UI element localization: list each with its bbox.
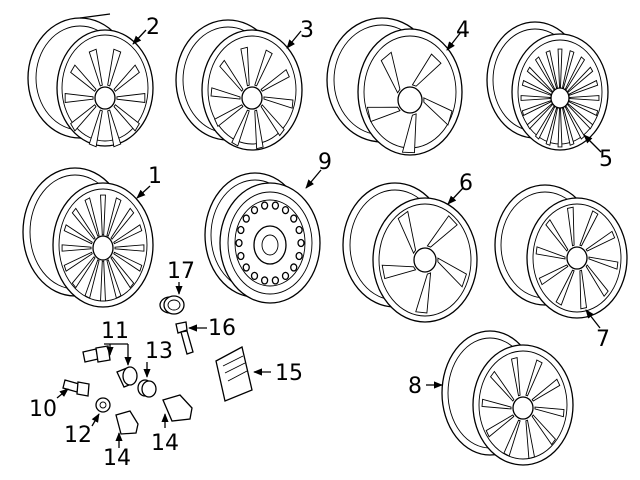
wheel-1-spokes [61, 194, 145, 302]
wheel-7-spokes [535, 206, 619, 310]
washer-12[interactable] [95, 397, 111, 413]
callout-11: 11 [101, 319, 129, 344]
callout-7: 7 [596, 327, 610, 352]
wheel-5[interactable] [486, 21, 609, 151]
callout-4: 4 [456, 18, 470, 43]
callout-13: 13 [145, 339, 173, 364]
bolt-11[interactable] [82, 345, 111, 363]
callout-6: 6 [459, 171, 473, 196]
wheel-7[interactable] [494, 184, 628, 319]
wheel-2[interactable] [27, 13, 154, 148]
callout-14-right: 14 [151, 431, 179, 456]
wheel-4[interactable] [326, 17, 463, 156]
callout-1: 1 [148, 164, 162, 189]
sleeve-11[interactable] [116, 366, 138, 388]
leaders [56, 29, 602, 448]
wheel-4-spokes [366, 51, 453, 154]
wheel-6[interactable] [342, 182, 478, 323]
wheel-8-spokes [481, 356, 565, 460]
callout-10: 10 [29, 397, 57, 422]
callout-2: 2 [146, 15, 160, 40]
sensor-14-left[interactable] [115, 410, 139, 435]
callout-15: 15 [275, 361, 303, 386]
sensor-14-right[interactable] [162, 394, 193, 422]
wheel-5-spokes [520, 48, 600, 148]
wheel-2-spokes [64, 48, 146, 148]
wheel-9-steel[interactable] [204, 172, 321, 304]
wheel-9-holes [235, 201, 305, 285]
callout-17: 17 [167, 259, 195, 284]
callout-16: 16 [208, 316, 236, 341]
callout-9: 9 [318, 150, 332, 175]
valve-stem-16[interactable] [175, 321, 194, 355]
callout-5: 5 [599, 147, 613, 172]
wheel-6-spokes [381, 210, 467, 314]
nut-13[interactable] [137, 379, 157, 398]
center-cap-17[interactable] [159, 295, 185, 315]
wheel-8[interactable] [441, 330, 574, 466]
bolt-10[interactable] [62, 379, 90, 397]
wheel-1[interactable] [22, 167, 154, 308]
wheel-3[interactable] [175, 19, 303, 151]
callout-8: 8 [408, 374, 422, 399]
callout-labels: 2 3 4 5 1 9 6 7 8 17 16 15 13 11 10 12 1… [29, 15, 613, 471]
callout-12: 12 [64, 423, 92, 448]
callout-3: 3 [300, 18, 314, 43]
wheel-3-spokes [210, 46, 294, 150]
label-15[interactable] [215, 346, 253, 402]
callout-14-left: 14 [103, 446, 131, 471]
